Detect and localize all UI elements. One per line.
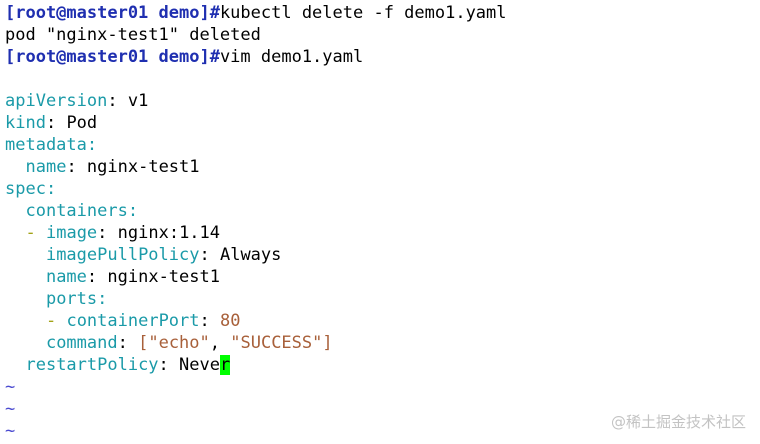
yaml-key: command bbox=[45, 333, 118, 353]
yaml-bracket: ] bbox=[322, 333, 333, 353]
yaml-key: spec bbox=[5, 179, 46, 199]
yaml-value: v1 bbox=[117, 91, 149, 111]
yaml-key: apiVersion bbox=[5, 91, 108, 111]
yaml-string-value: "SUCCESS" bbox=[230, 333, 323, 353]
yaml-key: ports bbox=[45, 289, 98, 309]
empty-line bbox=[5, 68, 757, 90]
yaml-line-kind: kind: Pod bbox=[5, 113, 98, 133]
yaml-line-image: - image: nginx:1.14 bbox=[25, 223, 221, 243]
yaml-key: containers bbox=[25, 201, 128, 221]
yaml-bracket: [ bbox=[138, 333, 149, 353]
text-cursor: r bbox=[219, 355, 231, 375]
yaml-value: nginx-test1 bbox=[76, 157, 200, 177]
yaml-line-metadata-name: name: nginx-test1 bbox=[25, 157, 200, 177]
vim-tilde: ~ bbox=[5, 377, 16, 397]
yaml-list-dash: - bbox=[25, 223, 36, 243]
yaml-value: nginx:1.14 bbox=[107, 223, 221, 243]
command-text: kubectl delete -f demo1.yaml bbox=[219, 3, 507, 23]
yaml-value: Neve bbox=[168, 355, 220, 375]
yaml-separator: , bbox=[209, 333, 231, 353]
yaml-string-value: "echo" bbox=[148, 333, 210, 353]
yaml-key: name bbox=[45, 267, 87, 287]
yaml-key: imagePullPolicy bbox=[45, 245, 200, 265]
yaml-number-value: 80 bbox=[220, 311, 241, 331]
yaml-line-containers: containers: bbox=[25, 201, 139, 221]
yaml-value: Pod bbox=[56, 113, 98, 133]
yaml-key: name bbox=[25, 157, 67, 177]
output-text: pod "nginx-test1" deleted bbox=[5, 25, 261, 45]
yaml-line-imagepullpolicy: imagePullPolicy: Always bbox=[45, 245, 282, 265]
yaml-key: image bbox=[45, 223, 98, 243]
yaml-line-ports: ports: bbox=[45, 289, 108, 309]
vim-tilde: ~ bbox=[5, 421, 16, 441]
yaml-line-command: command: ["echo", "SUCCESS"] bbox=[45, 333, 333, 353]
vim-tilde: ~ bbox=[5, 399, 16, 419]
yaml-line-containerport: - containerPort: 80 bbox=[45, 311, 241, 331]
yaml-value: nginx-test1 bbox=[97, 267, 220, 287]
yaml-line-metadata: metadata: bbox=[5, 135, 98, 155]
command-line-2: [root@master01 demo]#vim demo1.yaml bbox=[5, 46, 757, 68]
terminal-window[interactable]: [root@master01 demo]#kubectl delete -f d… bbox=[5, 2, 757, 442]
shell-prompt: [root@master01 demo]# bbox=[5, 3, 220, 23]
yaml-line-restartpolicy: restartPolicy: Never bbox=[25, 355, 231, 375]
vim-empty-line: ~ bbox=[5, 376, 757, 398]
yaml-list-dash: - bbox=[45, 311, 57, 331]
command-output-line: pod "nginx-test1" deleted bbox=[5, 24, 757, 46]
command-line-1: [root@master01 demo]#kubectl delete -f d… bbox=[5, 2, 757, 24]
yaml-line-spec: spec: bbox=[5, 179, 57, 199]
vim-empty-line: ~ bbox=[5, 398, 757, 420]
watermark: @稀土掘金技术社区 bbox=[610, 413, 746, 431]
yaml-key: containerPort bbox=[66, 311, 200, 331]
yaml-key: metadata bbox=[5, 135, 87, 155]
shell-prompt: [root@master01 demo]# bbox=[5, 47, 220, 67]
vim-empty-line: ~ bbox=[5, 420, 757, 442]
yaml-key: kind bbox=[5, 113, 46, 133]
yaml-line-container-name: name: nginx-test1 bbox=[45, 267, 220, 287]
yaml-value: Always bbox=[209, 245, 282, 265]
yaml-key: restartPolicy bbox=[25, 355, 159, 375]
command-text: vim demo1.yaml bbox=[219, 47, 364, 67]
yaml-line-apiversion: apiVersion: v1 bbox=[5, 91, 149, 111]
